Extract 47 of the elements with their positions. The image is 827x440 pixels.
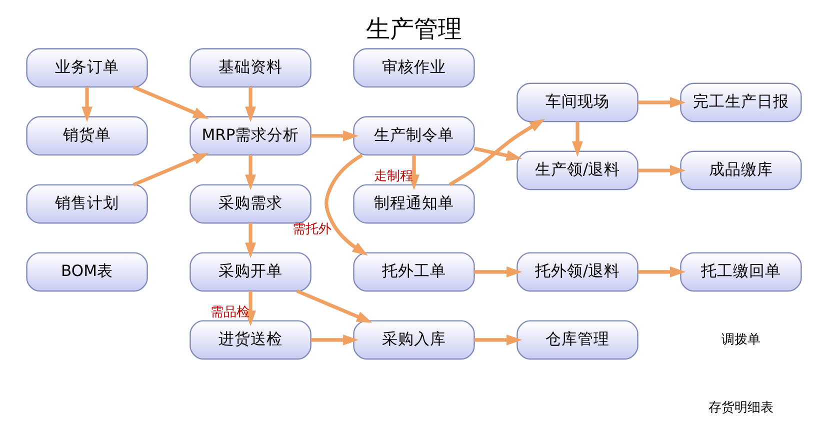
edge-label: 需品检 — [210, 304, 250, 320]
node-box: 进货送检 — [189, 320, 311, 360]
node-box: 生产制令单 — [352, 116, 474, 156]
arrow — [474, 334, 522, 346]
node-box: 车间现场 — [516, 82, 638, 122]
arrow — [473, 146, 522, 161]
arrow — [310, 130, 358, 142]
arrow — [324, 154, 368, 256]
arrow — [296, 289, 372, 323]
arrow — [132, 85, 208, 119]
node-box: MRP需求分析 — [189, 116, 311, 156]
arrow — [244, 86, 256, 122]
node-box: 业务订单 — [26, 48, 148, 88]
node-box: 采购需求 — [189, 184, 311, 224]
arrow — [244, 222, 256, 258]
arrow — [474, 266, 522, 278]
node-box: 基础资料 — [189, 48, 311, 88]
node-box: 托外工单 — [352, 252, 474, 292]
arrow — [408, 154, 419, 190]
node-box: 生产领/退料 — [516, 150, 638, 190]
arrow — [244, 291, 256, 326]
node-box: 完工生产日报 — [680, 82, 802, 122]
edge-label: 需托外 — [292, 221, 332, 236]
node-box: 采购开单 — [189, 252, 311, 292]
node-box: 采购入库 — [352, 320, 474, 360]
node-box: 仓库管理 — [516, 320, 638, 360]
arrow — [572, 122, 582, 157]
diagram-title: 生产管理 — [366, 14, 462, 43]
node-box: 销货单 — [26, 116, 148, 156]
label: 存货明细表 — [708, 400, 773, 416]
arrow — [637, 266, 686, 278]
arrow — [637, 165, 686, 176]
edge-label: 走制程 — [374, 168, 413, 184]
node-box: 托外领/退料 — [516, 252, 638, 292]
arrow — [132, 153, 208, 186]
arrow — [310, 334, 358, 346]
arrow — [637, 97, 686, 108]
arrow — [81, 86, 92, 122]
node-box: 制程通知单 — [352, 184, 474, 224]
arrow — [448, 118, 545, 186]
node-box: 审核作业 — [352, 48, 474, 88]
node-box: BOM表 — [26, 252, 148, 292]
label: 调拨单 — [720, 332, 760, 348]
node-box: 托工缴回单 — [680, 252, 802, 292]
node-box: 成品缴库 — [680, 150, 802, 190]
node-box: 销售计划 — [26, 184, 148, 224]
arrow — [244, 154, 256, 190]
